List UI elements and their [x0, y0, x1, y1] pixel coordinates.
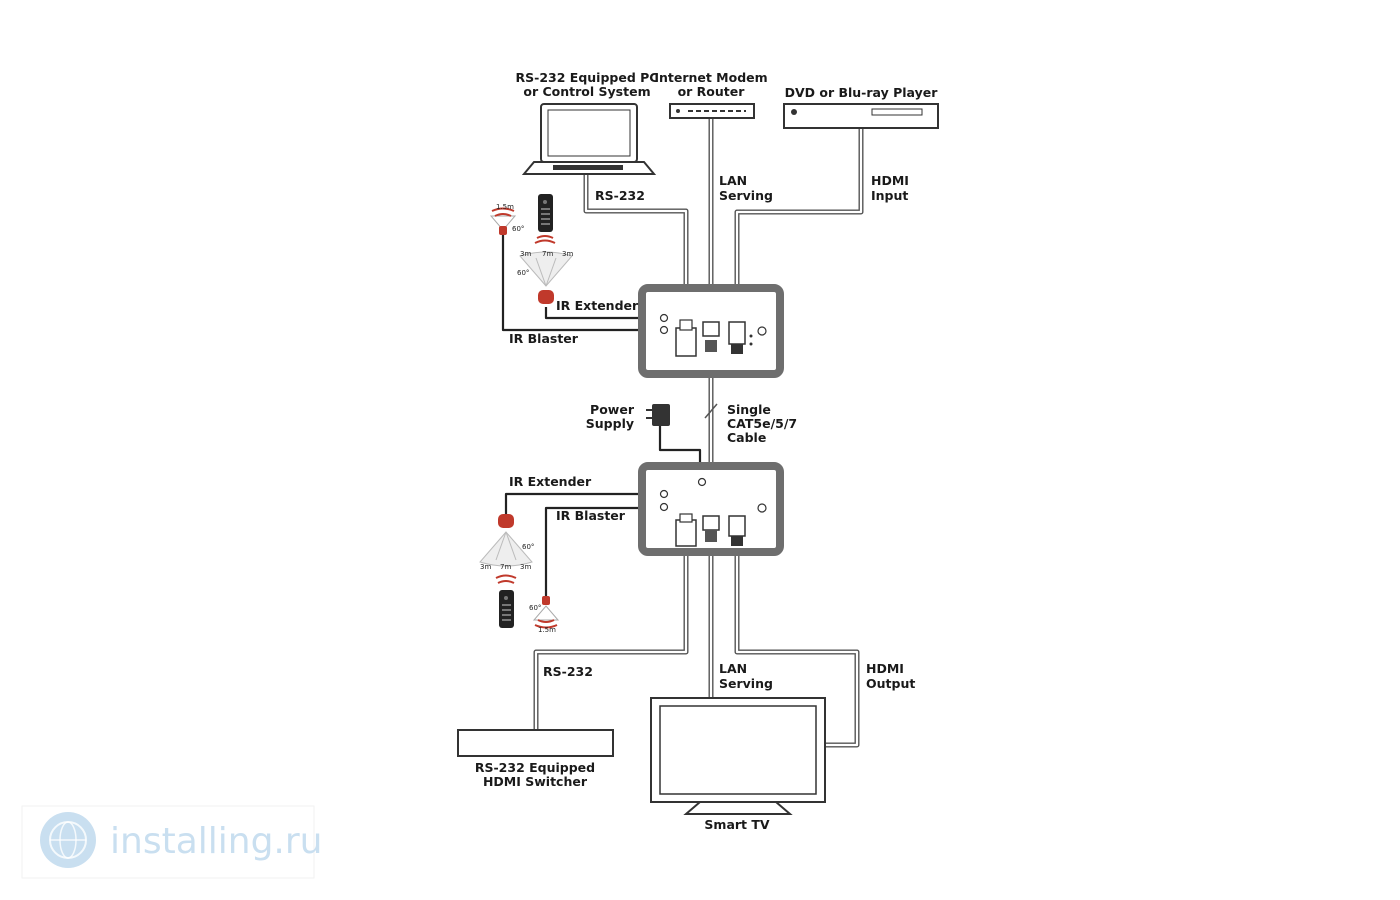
ir-extender-wire-top: [544, 307, 640, 320]
ir-blaster-bottom-label: IR Blaster: [556, 508, 626, 523]
remote-control-bottom-icon: [495, 574, 517, 628]
ir-blaster-bottom-icon: [532, 596, 560, 629]
angle-top-b: 60°: [517, 269, 529, 277]
watermark: installing.ru: [21, 805, 322, 879]
angle-top-a: 60°: [512, 225, 524, 233]
lan-port-top: [702, 321, 720, 352]
ir-extender-wire-bottom: [504, 492, 640, 514]
receiver-unit: [638, 462, 784, 556]
smart-tv-icon: [650, 697, 826, 815]
hdmi-port-bottom: [728, 515, 746, 546]
angle-bottom-b: 60°: [529, 604, 541, 612]
switcher-label-1: RS-232 Equipped: [475, 760, 595, 775]
labels: RS-232 Equipped PC or Control System Int…: [475, 70, 938, 832]
hdmi-output-label-2: Output: [866, 676, 915, 691]
dist-short-top: 1.5m: [496, 203, 514, 211]
dist-side-b: 3m: [562, 250, 573, 258]
remote-control-top-icon: [534, 194, 556, 244]
cable-label-2: CAT5e/5/7: [727, 416, 797, 431]
hdmi-switcher-icon: [457, 729, 614, 757]
rs232-top-label: RS-232: [595, 188, 645, 203]
dist-side-d: 3m: [520, 563, 531, 571]
ir-extender-top-icon: [519, 251, 573, 304]
switcher-label-2: HDMI Switcher: [483, 774, 588, 789]
ir-blaster-wire-top: [501, 232, 640, 332]
cable-label-1: Single: [727, 402, 771, 417]
ir-blaster-wire-bottom: [544, 506, 640, 596]
transmitter-unit: [638, 284, 784, 378]
rs232-port-top: [675, 319, 697, 357]
pc-label-line2: or Control System: [523, 84, 650, 99]
dist-mid-b: 7m: [500, 563, 511, 571]
lan-top-label-1: LAN: [719, 173, 747, 188]
power-label-1: Power: [590, 402, 635, 417]
cables: [501, 118, 864, 748]
hdmi-input-label-1: HDMI: [871, 173, 909, 188]
dist-side-a: 3m: [520, 250, 531, 258]
modem-label-line2: or Router: [678, 84, 746, 99]
hdmi-output-label-1: HDMI: [866, 661, 904, 676]
rs232-port-bottom: [675, 513, 697, 547]
lan-port-bottom: [702, 515, 720, 542]
power-adapter-icon: [646, 404, 670, 426]
pc-label-line1: RS-232 Equipped PC: [516, 70, 659, 85]
ir-blaster-top-icon: [489, 207, 517, 235]
hdmi-port-top: [728, 321, 746, 354]
rs232-bottom-label: RS-232: [543, 664, 593, 679]
ir-extender-top-label: IR Extender: [556, 298, 639, 313]
globe-icon: [40, 812, 96, 868]
dist-side-c: 3m: [480, 563, 491, 571]
angle-bottom-a: 60°: [522, 543, 534, 551]
modem-label-line1: Internet Modem: [654, 70, 767, 85]
laptop-icon: [521, 103, 657, 175]
ir-extender-bottom-icon: [479, 514, 533, 567]
watermark-text: installing.ru: [110, 821, 322, 862]
ir-extender-bottom-label: IR Extender: [509, 474, 592, 489]
dvd-player-icon: [783, 103, 939, 129]
lan-top-label-2: Serving: [719, 188, 773, 203]
tv-label: Smart TV: [704, 817, 769, 832]
hdmi-input-label-2: Input: [871, 188, 908, 203]
cable-label-3: Cable: [727, 430, 766, 445]
dist-mid-a: 7m: [542, 250, 553, 258]
lan-bottom-label-1: LAN: [719, 661, 747, 676]
dvd-label: DVD or Blu-ray Player: [785, 85, 939, 100]
ir-blaster-top-label: IR Blaster: [509, 331, 579, 346]
dist-short-bottom: 1.5m: [538, 626, 556, 634]
modem-icon: [669, 103, 755, 119]
lan-bottom-label-2: Serving: [719, 676, 773, 691]
power-label-2: Supply: [586, 416, 634, 431]
